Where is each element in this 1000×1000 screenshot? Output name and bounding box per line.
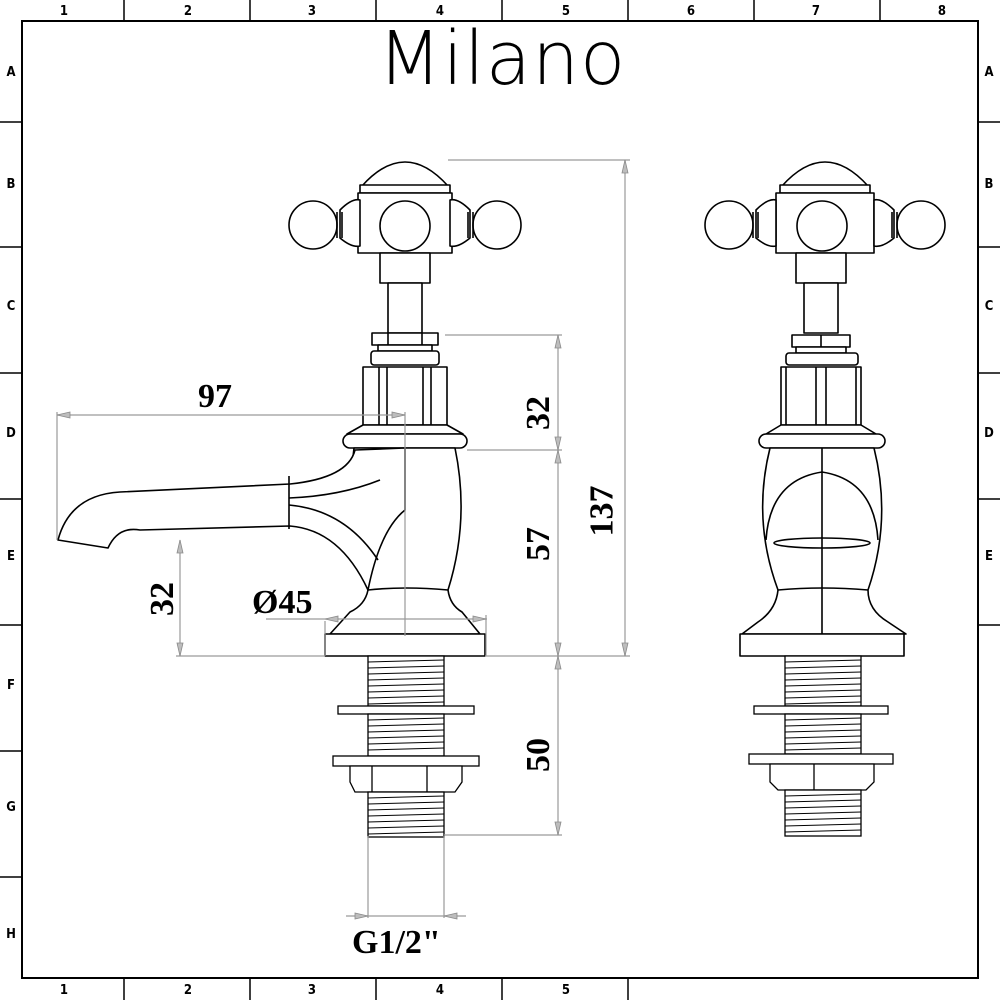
dimension-lines (56, 159, 630, 918)
grid-col-label-top: 3 (307, 4, 317, 19)
top-grid-dividers (123, 0, 881, 21)
grid-col-label-bottom: 1 (59, 983, 69, 998)
dimension-spout-height: 32 (144, 582, 181, 616)
grid-col-label-bottom: 3 (307, 983, 317, 998)
grid-col-label-bottom: 2 (183, 983, 193, 998)
left-grid-dividers (0, 121, 22, 878)
dimension-overall-height: 137 (583, 485, 621, 537)
grid-col-label-top: 6 (686, 4, 696, 19)
grid-row-label-left: D (6, 426, 16, 441)
dimension-body-height: 57 (520, 527, 557, 561)
grid-row-label-left: B (6, 177, 16, 192)
grid-row-label-left: G (6, 800, 16, 815)
right-grid-dividers (978, 121, 1000, 626)
front-view-shank (748, 655, 894, 837)
grid-row-label-left: E (7, 549, 15, 564)
grid-row-label-left: F (7, 678, 15, 693)
grid-col-label-top: 4 (435, 4, 445, 19)
grid-row-label-right: E (985, 549, 993, 564)
grid-col-label-top: 5 (561, 4, 571, 19)
front-view-tap (704, 161, 946, 657)
dimension-base-diameter: Ø45 (252, 584, 313, 621)
grid-col-label-top: 2 (183, 4, 193, 19)
dimension-spout-reach: 97 (198, 378, 232, 415)
dimension-thread-size: G1/2" (352, 924, 441, 961)
front-view-thread-lines (784, 659, 862, 833)
grid-col-label-bottom: 5 (561, 983, 571, 998)
grid-col-label-top: 7 (811, 4, 821, 19)
grid-row-label-right: A (984, 65, 994, 80)
dimension-headwork-height: 32 (520, 396, 557, 430)
grid-row-label-right: D (984, 426, 994, 441)
grid-row-label-left: H (6, 927, 16, 942)
side-view-shank (332, 655, 480, 838)
grid-row-label-right: B (984, 177, 994, 192)
side-view-thread-lines (367, 659, 445, 835)
grid-row-label-left: C (6, 299, 16, 314)
grid-col-label-top: 1 (59, 4, 69, 19)
grid-col-label-bottom: 4 (435, 983, 445, 998)
grid-col-label-top: 8 (937, 4, 947, 19)
grid-row-label-left: A (6, 65, 16, 80)
dimension-arrows (56, 159, 629, 920)
brand-title: Milano (377, 16, 627, 102)
grid-row-label-right: C (984, 299, 994, 314)
side-view-tap (57, 161, 522, 657)
dimension-shank-length: 50 (520, 738, 557, 772)
bottom-grid-dividers (123, 978, 629, 1000)
